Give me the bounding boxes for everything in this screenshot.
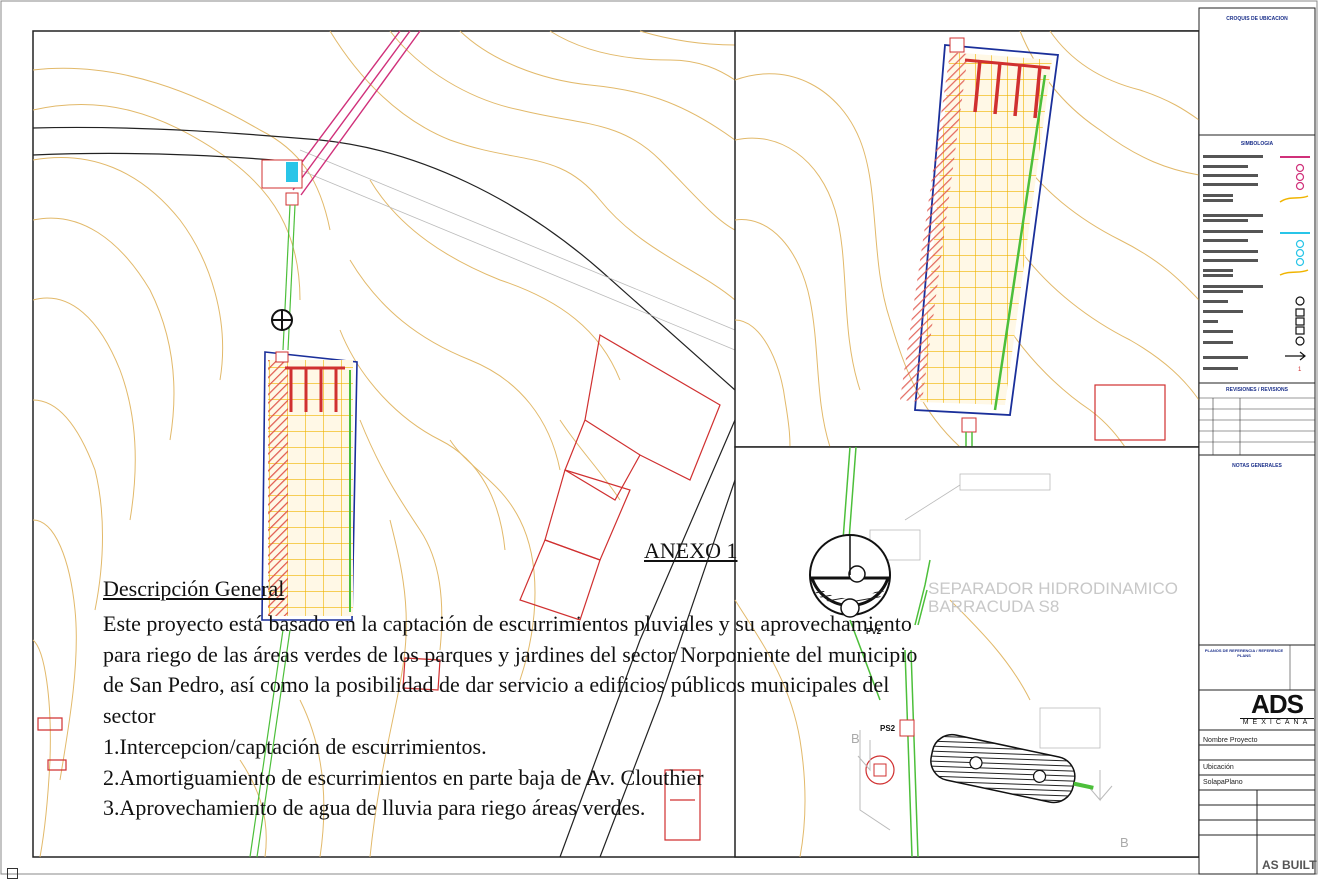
general-description-heading: Descripción General [103, 576, 285, 601]
separator-label-line1: SEPARADOR HIDRODINAMICO [928, 579, 1178, 598]
separator-symbol [809, 534, 891, 618]
croquis-title: CROQUIS DE UBICACION [1226, 16, 1288, 22]
company-logo: ADS MEXICANA [1240, 690, 1314, 730]
simbologia-title: SIMBOLOGIA [1240, 141, 1274, 147]
description-paragraph: Este proyecto está basado en la captació… [103, 609, 917, 731]
logo-subtext: MEXICANA [1240, 718, 1314, 726]
logo-mark: ADS [1251, 689, 1304, 719]
location-label: Ubicación [1203, 764, 1234, 771]
ps2-label: PS2 [880, 724, 896, 733]
legend-symbols: 1 [1279, 156, 1310, 373]
list-item: 3.Aprovechamiento de agua de lluvia para… [103, 795, 646, 820]
section-b-left: B [851, 731, 860, 746]
pv2-label: PV2 [866, 627, 882, 636]
page-marker-icon [7, 868, 18, 879]
storage-tank-main [261, 351, 358, 621]
infiltration-chamber [930, 733, 1094, 804]
list-item: 2.Amortiguamiento de escurrimientos en p… [103, 764, 704, 790]
section-b-right: B [1120, 835, 1129, 850]
list-item: 1.Intercepcion/captación de escurrimient… [103, 734, 487, 759]
sheet-name: SolapaPlano [1203, 779, 1243, 786]
paragraph-line: de San Pedro, así como la posibilidad de… [103, 672, 890, 697]
paragraph-line: sector [103, 702, 156, 728]
paragraph-line: para riego de las áreas verdes de los pa… [103, 641, 918, 667]
magenta-pipe [284, 30, 421, 196]
notas-title: NOTAS GENERALES [1232, 463, 1282, 469]
revisiones-title: REVISIONES / REVISIONS [1226, 387, 1288, 393]
grey-lines [299, 149, 736, 351]
title-block-lines [1198, 7, 1316, 875]
contour-lines [32, 30, 736, 858]
status-stamp: AS BUILT [1262, 858, 1317, 872]
buildings [37, 334, 721, 841]
storage-tank-detail [900, 37, 1060, 433]
svg-text:1: 1 [1298, 367, 1302, 373]
separator-label: SEPARADOR HIDRODINAMICO BARRACUDA S8 [928, 580, 1178, 616]
reference-plans-title: PLANOS DE REFERENCIA / REFERENCE PLANS [1204, 648, 1284, 658]
paragraph-line: Este proyecto está basado en la captació… [103, 611, 912, 636]
manhole-symbol [271, 309, 293, 331]
detail-view-bottom-frame [734, 446, 1200, 858]
annex-heading: ANEXO 1 [644, 538, 738, 563]
project-name: Nombre Proyecto [1203, 737, 1258, 744]
separator-label-line2: BARRACUDA S8 [928, 597, 1060, 616]
objectives-list: 1.Intercepcion/captación de escurrimient… [103, 732, 704, 824]
label-box [959, 473, 1051, 491]
